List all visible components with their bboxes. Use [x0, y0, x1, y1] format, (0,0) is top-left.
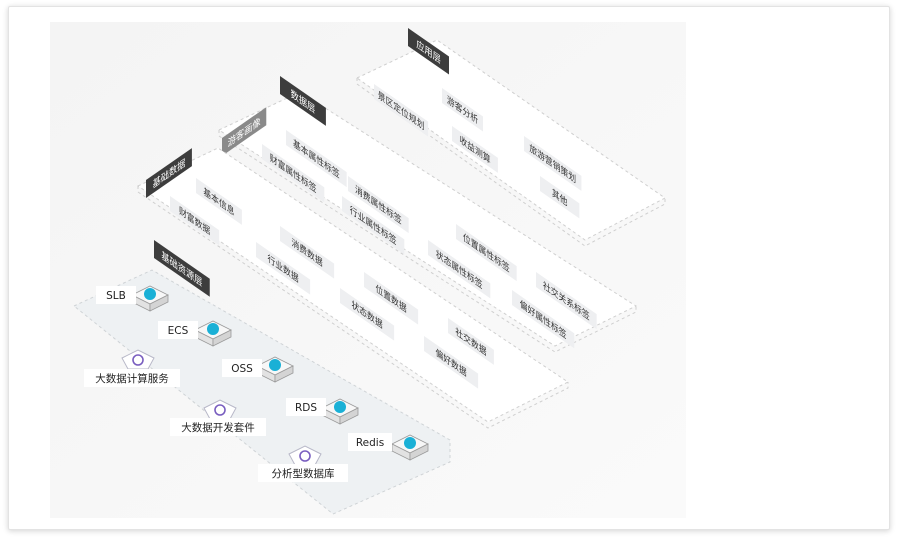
ecs-icon	[194, 320, 232, 347]
service-label-3: OSS	[222, 359, 262, 377]
service-label-5-text: RDS	[295, 402, 317, 414]
service-label-1-text: ECS	[168, 325, 189, 337]
infrastructure-layer: 基础资源层 SLBECS大数据计算服务OSS大数据开发套件RDSRedis分析型…	[73, 240, 451, 515]
service-label-5: RDS	[286, 398, 326, 416]
service-label-4: 大数据开发套件	[170, 418, 266, 436]
service-label-2-text: 大数据计算服务	[95, 372, 169, 385]
service-label-6-text: Redis	[356, 437, 384, 449]
slb-icon	[131, 285, 169, 312]
service-label-1: ECS	[158, 321, 198, 339]
service-label-7: 分析型数据库	[258, 464, 348, 482]
service-label-4-text: 大数据开发套件	[181, 421, 255, 434]
application-layer: 应用层 景区定位规划游客分析收益测算旅游营销策划其他	[356, 28, 666, 247]
redis-icon	[391, 434, 429, 461]
rds-icon	[321, 398, 359, 425]
data-layer: 数据层 游客画像 基本属性标签财富属性标签消费属性标签行业属性标签位置属性标签状…	[136, 76, 638, 429]
service-label-0-text: SLB	[106, 290, 126, 302]
service-label-6: Redis	[348, 433, 392, 451]
service-label-2: 大数据计算服务	[84, 369, 180, 387]
maxcompute-icon	[121, 349, 155, 370]
analyticdb-icon	[288, 445, 322, 466]
dataworks-icon	[203, 399, 237, 420]
service-label-3-text: OSS	[231, 363, 253, 375]
service-label-7-text: 分析型数据库	[272, 467, 335, 480]
service-label-0: SLB	[96, 286, 136, 304]
